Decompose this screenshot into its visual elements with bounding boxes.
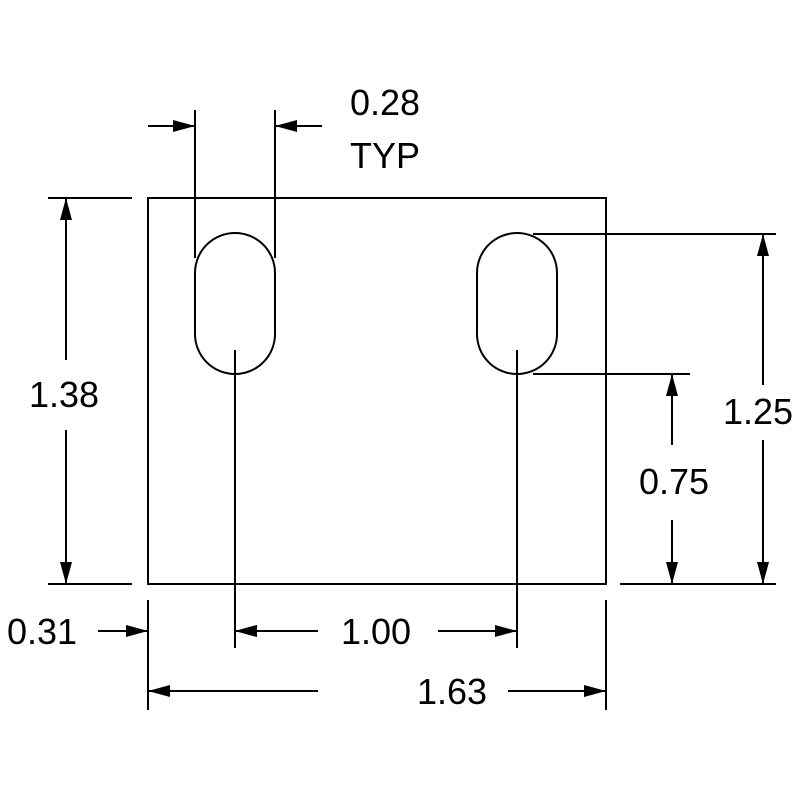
slot-spacing-arrow-right [495,625,517,637]
slot-width-typ-label: TYP [350,135,420,176]
slot-bottom-height-arrow-bottom [666,562,678,584]
overall-width-label: 1.63 [417,671,487,712]
slot-bottom-height-arrow-top [666,374,678,396]
overall-height-arrow-top [60,198,72,220]
slot-bottom-height-label: 0.75 [639,461,709,502]
overall-height-label: 1.38 [29,374,99,415]
slot-width-dimension: 0.28 TYP [148,82,420,258]
overall-width-arrow-right [584,685,606,697]
overall-width-dimension: 1.63 [148,671,606,712]
slot-top-height-dimension: 1.25 [533,233,793,585]
overall-width-arrow-left [148,685,170,697]
overall-height-arrow-bottom [60,562,72,584]
slot-spacing-arrow-left [235,625,257,637]
overall-height-dimension: 1.38 [29,197,132,585]
slot-top-height-arrow-top [757,234,769,256]
slot-spacing-label: 1.00 [341,611,411,652]
slot-bottom-height-dimension: 0.75 [533,373,709,584]
slot-spacing-dimension: 1.00 [235,611,517,652]
left-offset-arrow-left [126,625,148,637]
left-offset-label: 0.31 [7,611,77,652]
slot-width-arrow-right [275,120,297,132]
plate-outline [147,197,607,585]
slot-width-label: 0.28 [350,82,420,123]
slot-top-height-arrow-bottom [757,562,769,584]
slot-width-arrow-left [173,120,195,132]
slot-top-height-label: 1.25 [723,391,793,432]
